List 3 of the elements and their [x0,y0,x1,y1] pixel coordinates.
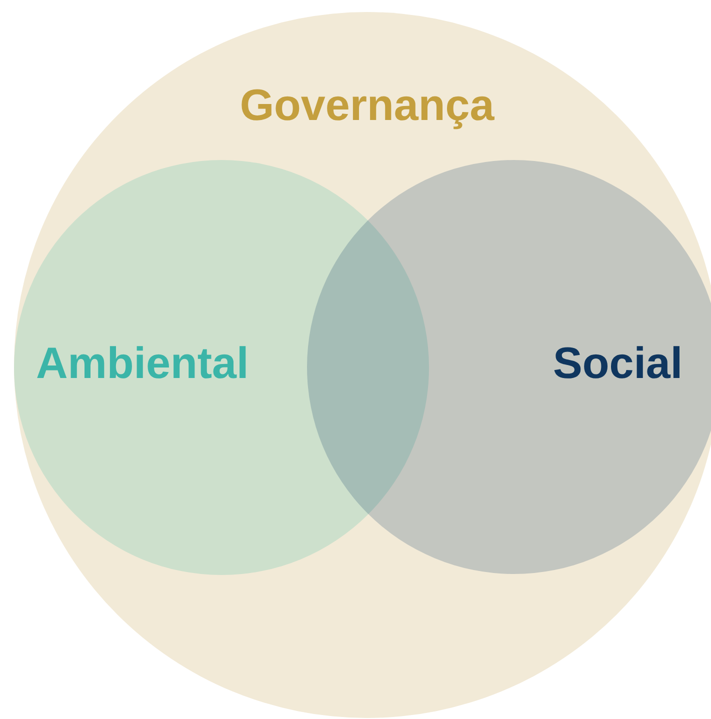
circle-label: Governança [238,84,496,128]
circle-label: Social [553,342,683,386]
circle-label: Ambiental [36,342,249,386]
